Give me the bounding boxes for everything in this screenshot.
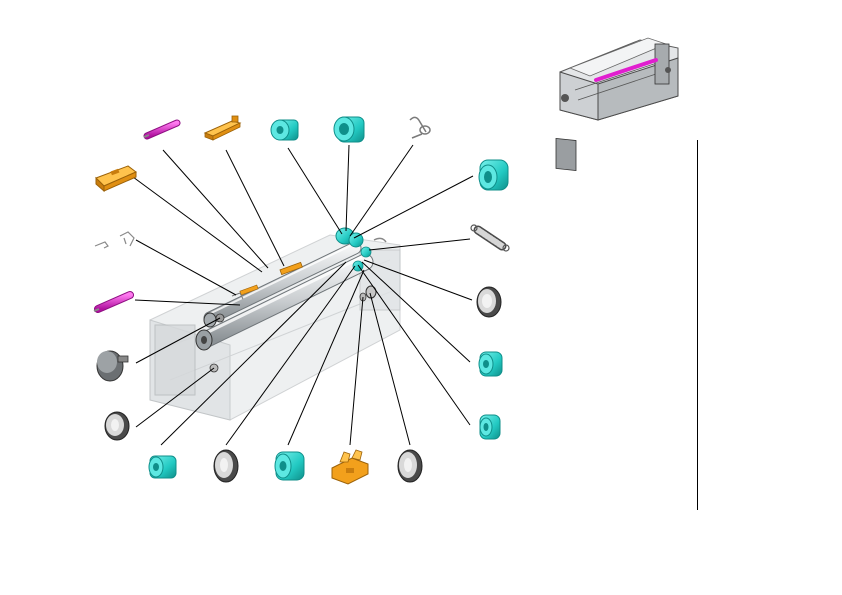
sensor-bracket-icon <box>203 115 242 141</box>
washer-icon <box>476 286 502 318</box>
vertical-divider <box>697 140 698 510</box>
clip-spring-icon <box>94 231 135 249</box>
gear-bracket-icon <box>331 449 369 485</box>
bushing-icon <box>478 351 503 377</box>
tension-spring-icon <box>470 224 510 252</box>
leader-lines <box>132 144 474 446</box>
washer-icon <box>104 411 130 441</box>
heat-rod-icon <box>143 119 181 140</box>
washer-icon <box>148 455 177 479</box>
bushing-icon <box>213 449 239 483</box>
pressure-pad-icon <box>95 165 137 193</box>
fuser-unit-assembly-icon <box>555 37 679 171</box>
torsion-spring-icon <box>409 116 431 139</box>
knob-icon <box>96 350 129 382</box>
washer-icon <box>397 449 423 483</box>
washer-icon <box>274 451 305 481</box>
fuser-roller-assembly-icon <box>149 227 401 421</box>
bushing-icon <box>270 119 299 141</box>
flanged-bushing-icon <box>478 159 509 191</box>
bearing-icon <box>333 116 365 143</box>
heat-rod-icon <box>93 291 134 313</box>
bushing-icon <box>479 414 501 440</box>
